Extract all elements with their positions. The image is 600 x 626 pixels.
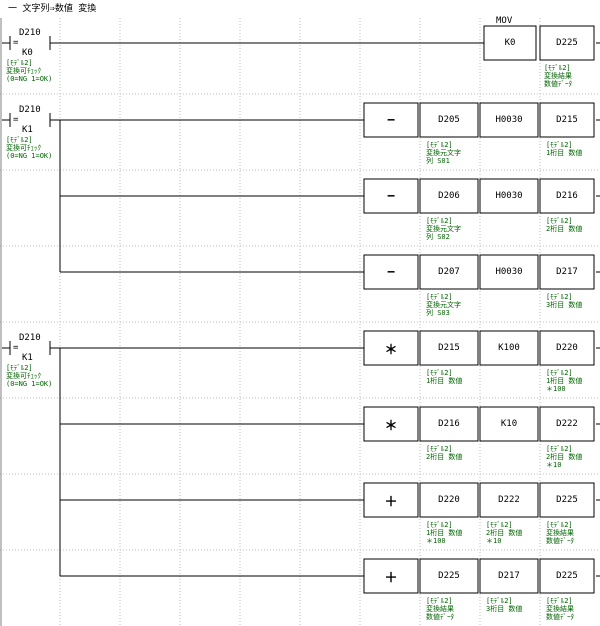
instruction-cell	[419, 330, 479, 366]
operand: D205	[438, 115, 460, 125]
instruction-cell	[363, 178, 419, 214]
contact-operator: =	[13, 343, 19, 353]
operand: H0030	[495, 191, 523, 201]
operand-comment: [ﾓﾃﾞﾙ2] 変換結果 数値ﾃﾞｰﾀ	[546, 597, 574, 621]
operand-comment: [ﾓﾃﾞﾙ2] 2桁目 数値 ＊10	[486, 521, 523, 545]
instruction-operator: −	[387, 112, 395, 128]
contact-compare-value: K1	[22, 125, 33, 135]
instruction-cell	[479, 178, 539, 214]
operand-comment: [ﾓﾃﾞﾙ2] 3桁目 数値	[546, 293, 583, 309]
instruction-cell	[419, 482, 479, 518]
instruction-cell	[363, 330, 419, 366]
instruction-cell	[363, 558, 419, 594]
instruction-cell	[539, 178, 595, 214]
instruction-cell	[479, 558, 539, 594]
instruction-cell	[479, 254, 539, 290]
instruction-cell	[539, 482, 595, 518]
contact-comment: [ﾓﾃﾞﾙ2] 変換可ﾁｪｯｸ (0=NG 1=OK)	[6, 59, 53, 83]
instruction-operator: −	[387, 188, 395, 204]
operand-comment: [ﾓﾃﾞﾙ2] 1桁目 数値 ＊100	[546, 369, 583, 393]
program-title: 一 文字列⇒数値 変換	[8, 4, 97, 14]
operand-comment: [ﾓﾃﾞﾙ2] 1桁目 数値 ＊100	[426, 521, 463, 545]
operand: D217	[498, 571, 520, 581]
operand-comment: [ﾓﾃﾞﾙ2] 変換元文字 列 S03	[426, 293, 461, 317]
contact-device: D210	[19, 333, 41, 343]
instruction-cell	[419, 254, 479, 290]
contact-comment: [ﾓﾃﾞﾙ2] 変換可ﾁｪｯｸ (0=NG 1=OK)	[6, 364, 53, 388]
operand: K100	[498, 343, 520, 353]
operand: D222	[498, 495, 520, 505]
operand-comment: [ﾓﾃﾞﾙ2] 変換結果 数値ﾃﾞｰﾀ	[544, 64, 572, 88]
operand-comment: [ﾓﾃﾞﾙ2] 変換元文字 列 S02	[426, 217, 461, 241]
contact-compare-value: K0	[22, 48, 33, 58]
operand: D225	[556, 38, 578, 48]
instruction-cell	[483, 25, 537, 61]
operand-comment: [ﾓﾃﾞﾙ2] 2桁目 数値 ＊10	[546, 445, 583, 469]
operand: D215	[556, 115, 578, 125]
instruction-cell	[419, 558, 479, 594]
operand: D216	[556, 191, 578, 201]
contact-operator: =	[13, 38, 19, 48]
operand: D222	[556, 419, 578, 429]
instruction-operator: −	[387, 264, 395, 280]
operand-comment: [ﾓﾃﾞﾙ2] 2桁目 数値	[426, 445, 463, 461]
operand-comment: [ﾓﾃﾞﾙ2] 変換元文字 列 S01	[426, 141, 461, 165]
instruction-operator: ＊	[384, 342, 398, 358]
contact-device: D210	[19, 28, 41, 38]
operand-comment: [ﾓﾃﾞﾙ2] 1桁目 数値	[426, 369, 463, 385]
instruction-cell	[419, 406, 479, 442]
operand: D207	[438, 267, 460, 277]
instruction-cell	[363, 102, 419, 138]
instruction-cell	[363, 254, 419, 290]
instruction-cell	[479, 330, 539, 366]
operand-comment: [ﾓﾃﾞﾙ2] 3桁目 数値	[486, 597, 523, 613]
instruction-operator: ＋	[384, 494, 398, 510]
operand-comment: [ﾓﾃﾞﾙ2] 変換結果 数値ﾃﾞｰﾀ	[426, 597, 454, 621]
instruction-cell	[479, 102, 539, 138]
instruction-cell	[539, 558, 595, 594]
operand: H0030	[495, 267, 523, 277]
operand: D225	[556, 495, 578, 505]
contact-compare-value: K1	[22, 353, 33, 363]
instruction-cell	[419, 178, 479, 214]
operand: D225	[438, 571, 460, 581]
instruction-cell	[539, 25, 595, 61]
operand: D217	[556, 267, 578, 277]
operand: D206	[438, 191, 460, 201]
instruction-cell	[539, 102, 595, 138]
contact-comment: [ﾓﾃﾞﾙ2] 変換可ﾁｪｯｸ (0=NG 1=OK)	[6, 136, 53, 160]
operand: K0	[504, 38, 516, 48]
instruction-operator: ＊	[384, 418, 398, 434]
contact-operator: =	[13, 115, 19, 125]
operand: D220	[556, 343, 578, 353]
instruction-cell	[419, 102, 479, 138]
operand-comment: [ﾓﾃﾞﾙ2] 2桁目 数値	[546, 217, 583, 233]
operand: K10	[500, 419, 518, 429]
operand-comment: [ﾓﾃﾞﾙ2] 変換結果 数値ﾃﾞｰﾀ	[546, 521, 574, 545]
operand: D225	[556, 571, 578, 581]
operand: D215	[438, 343, 460, 353]
instruction-cell	[363, 406, 419, 442]
instruction-cell	[539, 406, 595, 442]
instruction-cell	[479, 406, 539, 442]
instruction-cell	[479, 482, 539, 518]
instruction-cell	[539, 330, 595, 366]
instruction-operator: ＋	[384, 570, 398, 586]
instruction-mnemonic: MOV	[496, 16, 513, 26]
operand-comment: [ﾓﾃﾞﾙ2] 1桁目 数値	[546, 141, 583, 157]
instruction-cell	[363, 482, 419, 518]
instruction-cell	[539, 254, 595, 290]
operand: H0030	[495, 115, 523, 125]
contact-device: D210	[19, 105, 41, 115]
operand: D216	[438, 419, 460, 429]
operand: D220	[438, 495, 460, 505]
